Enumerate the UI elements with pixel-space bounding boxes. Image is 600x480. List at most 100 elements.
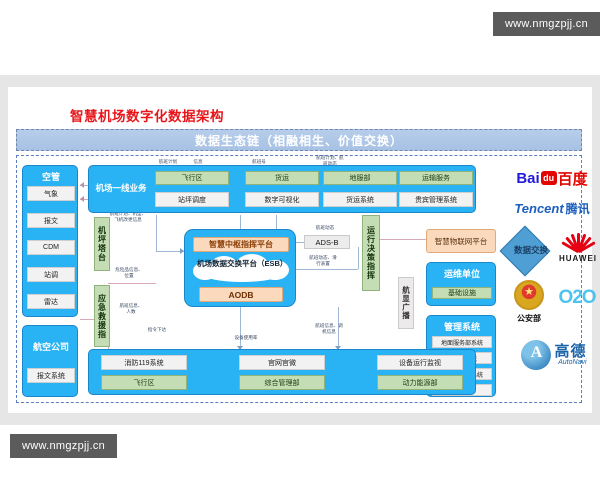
connector-label: 航班信息、 人数 — [119, 303, 143, 314]
hub-esb-label: 机场数据交换平台（ESB） — [197, 259, 288, 268]
panel-airline-item-0[interactable]: 报文系统 — [27, 368, 75, 383]
panel-atc-item-2[interactable]: CDM — [27, 240, 75, 255]
data-exchange-label: 数据交换 — [513, 245, 548, 255]
slide-inner: 智慧机场数字化数据架构 数据生态链（相融相生、价值交换） 气象系统、 大雷达、电… — [8, 87, 597, 413]
box-ads-b[interactable]: ADS-B — [304, 235, 350, 249]
huawei-label: HUAWEI — [559, 253, 597, 263]
panel-frontline-business[interactable]: 机场一线业务 飞行区 站坪调度 货运 数字可视化 地服部 货运系统 运输服务 贵… — [88, 165, 476, 213]
data-exchange-badge: 数据交换 — [499, 225, 558, 277]
connector-line — [358, 247, 359, 269]
baidu-paw-icon: du — [540, 171, 557, 185]
arrow-head — [80, 182, 84, 188]
hub-aodb[interactable]: AODB — [199, 287, 283, 302]
connector-line — [108, 283, 156, 284]
tencent-latin: Tencent — [514, 200, 564, 216]
connector-label: 航班动态、滑 行表置 — [309, 255, 337, 266]
connector-line — [338, 307, 339, 349]
bottom-white-1[interactable]: 官网官微 — [239, 355, 325, 370]
connector-label: 航班号 — [252, 159, 266, 164]
connector-line — [156, 251, 184, 252]
panel-ops-unit[interactable]: 运维单位 基础设施 — [426, 262, 496, 306]
connector-line — [368, 239, 426, 240]
panel-atc-item-4[interactable]: 雷达 — [27, 294, 75, 309]
panel-bottom-systems[interactable]: 消防119系统 飞行区 官网官微 综合管理部 设备运行监视 动力能源部 — [88, 349, 476, 395]
panel-frontline-label: 机场一线业务 — [95, 183, 147, 193]
bottom-white-2[interactable]: 设备运行监视 — [377, 355, 463, 370]
connector-line — [156, 215, 157, 251]
panel-atc-item-3[interactable]: 站调 — [27, 267, 75, 282]
box-flight-display-broadcast[interactable]: 航显广播 — [398, 277, 414, 329]
gaode-latin: AutoNavi — [558, 359, 587, 366]
connector-line — [240, 307, 241, 349]
bottom-white-0[interactable]: 消防119系统 — [101, 355, 187, 370]
baidu-latin-2: 百度 — [557, 170, 588, 188]
watermark-top: www.nmgzpjj.cn — [492, 12, 600, 36]
arrow-head — [80, 196, 84, 202]
connector-line — [276, 215, 277, 229]
connector-line — [240, 215, 241, 229]
arrow-head — [237, 346, 243, 350]
frontline-green-3[interactable]: 运输服务 — [399, 171, 473, 185]
architecture-boundary — [16, 155, 582, 403]
panel-ops-header: 运维单位 — [443, 269, 480, 279]
frontline-white-0[interactable]: 站坪调度 — [155, 192, 229, 207]
gaode-text: 高德 AutoNavi — [554, 344, 586, 366]
hub-command-platform[interactable]: 智慧中枢指挥平台 — [193, 237, 289, 252]
connector-line — [296, 242, 306, 243]
connector-label: 危险品信息、 位置 — [115, 267, 143, 278]
bottom-green-1[interactable]: 综合管理部 — [239, 375, 325, 390]
ecosystem-banner: 数据生态链（相融相生、价值交换） — [16, 129, 582, 151]
gaode-cn: 高德 — [554, 343, 587, 360]
panel-atc-item-0[interactable]: 气象 — [27, 186, 75, 201]
connector-label: 航班计划、机型、 飞机改更信息 — [109, 211, 147, 222]
connector-label: 信息 — [193, 159, 203, 164]
panel-management-header: 管理系统 — [443, 322, 480, 332]
box-emergency-rescue[interactable]: 应急救援指 — [94, 285, 110, 347]
page-title: 智慧机场数字化数据架构 — [70, 109, 224, 124]
bottom-green-2[interactable]: 动力能源部 — [377, 375, 463, 390]
box-apron-tower[interactable]: 机坪塔台 — [94, 217, 110, 271]
frontline-white-1[interactable]: 数字可视化 — [245, 192, 319, 207]
slide-frame: 智慧机场数字化数据架构 数据生态链（相融相生、价值交换） 气象系统、 大雷达、电… — [0, 75, 600, 425]
box-iot-platform[interactable]: 智慧物联网平台 — [426, 229, 496, 253]
panel-management-item-0[interactable]: 地面服务部系统 — [432, 336, 492, 348]
arrow-head — [180, 248, 184, 254]
o2o-logo: O2O — [558, 287, 596, 308]
frontline-green-2[interactable]: 地服部 — [323, 171, 397, 185]
ministry-public-security-logo: 公安部 — [504, 275, 554, 329]
panel-atc[interactable]: 空管 气象 报文 CDM 站调 雷达 — [22, 165, 78, 317]
connector-label: 指令下达 — [147, 327, 167, 332]
frontline-white-3[interactable]: 贵宾管理系统 — [399, 192, 473, 207]
panel-ops-item-0[interactable]: 基础设施 — [432, 287, 492, 299]
panel-central-hub[interactable]: 智慧中枢指挥平台 机场数据交换平台（ESB） AODB — [184, 229, 296, 307]
panel-atc-item-1[interactable]: 报文 — [27, 213, 75, 228]
box-operation-decision[interactable]: 运行决策指挥 — [362, 215, 380, 291]
frontline-green-0[interactable]: 飞行区 — [155, 171, 229, 185]
connector-label: 航班动态 — [315, 225, 335, 230]
frontline-green-1[interactable]: 货运 — [245, 171, 319, 185]
connector-label: 设备使用率 — [234, 335, 258, 340]
huawei-logo: HUAWEI — [556, 225, 600, 269]
huawei-flower-icon — [561, 232, 596, 253]
panel-airline-header: 航空公司 — [32, 342, 69, 352]
connector-line — [296, 269, 358, 270]
watermark-bottom: www.nmgzpjj.cn — [10, 434, 118, 458]
connector-label: 航班计划、航 班动态 — [316, 155, 344, 166]
arrow-head — [335, 346, 341, 350]
bottom-green-0[interactable]: 飞行区 — [101, 375, 187, 390]
hub-esb-cloud[interactable]: 机场数据交换平台（ESB） — [189, 254, 293, 284]
frontline-white-2[interactable]: 货运系统 — [323, 192, 397, 207]
connector-label: 航班计划 — [158, 159, 178, 164]
connector-label: 航班信息、调 机信息 — [315, 323, 343, 334]
panel-atc-header: 空管 — [41, 172, 60, 182]
baidu-latin-1: Bai — [516, 169, 540, 187]
police-emblem-icon — [514, 280, 544, 310]
gongan-label: 公安部 — [517, 314, 541, 323]
tencent-cn: 腾讯 — [565, 201, 590, 216]
autonavi-globe-icon — [521, 340, 552, 370]
gaode-autonavi-logo: 高德 AutoNavi — [508, 333, 600, 377]
panel-airline[interactable]: 航空公司 报文系统 — [22, 325, 78, 397]
